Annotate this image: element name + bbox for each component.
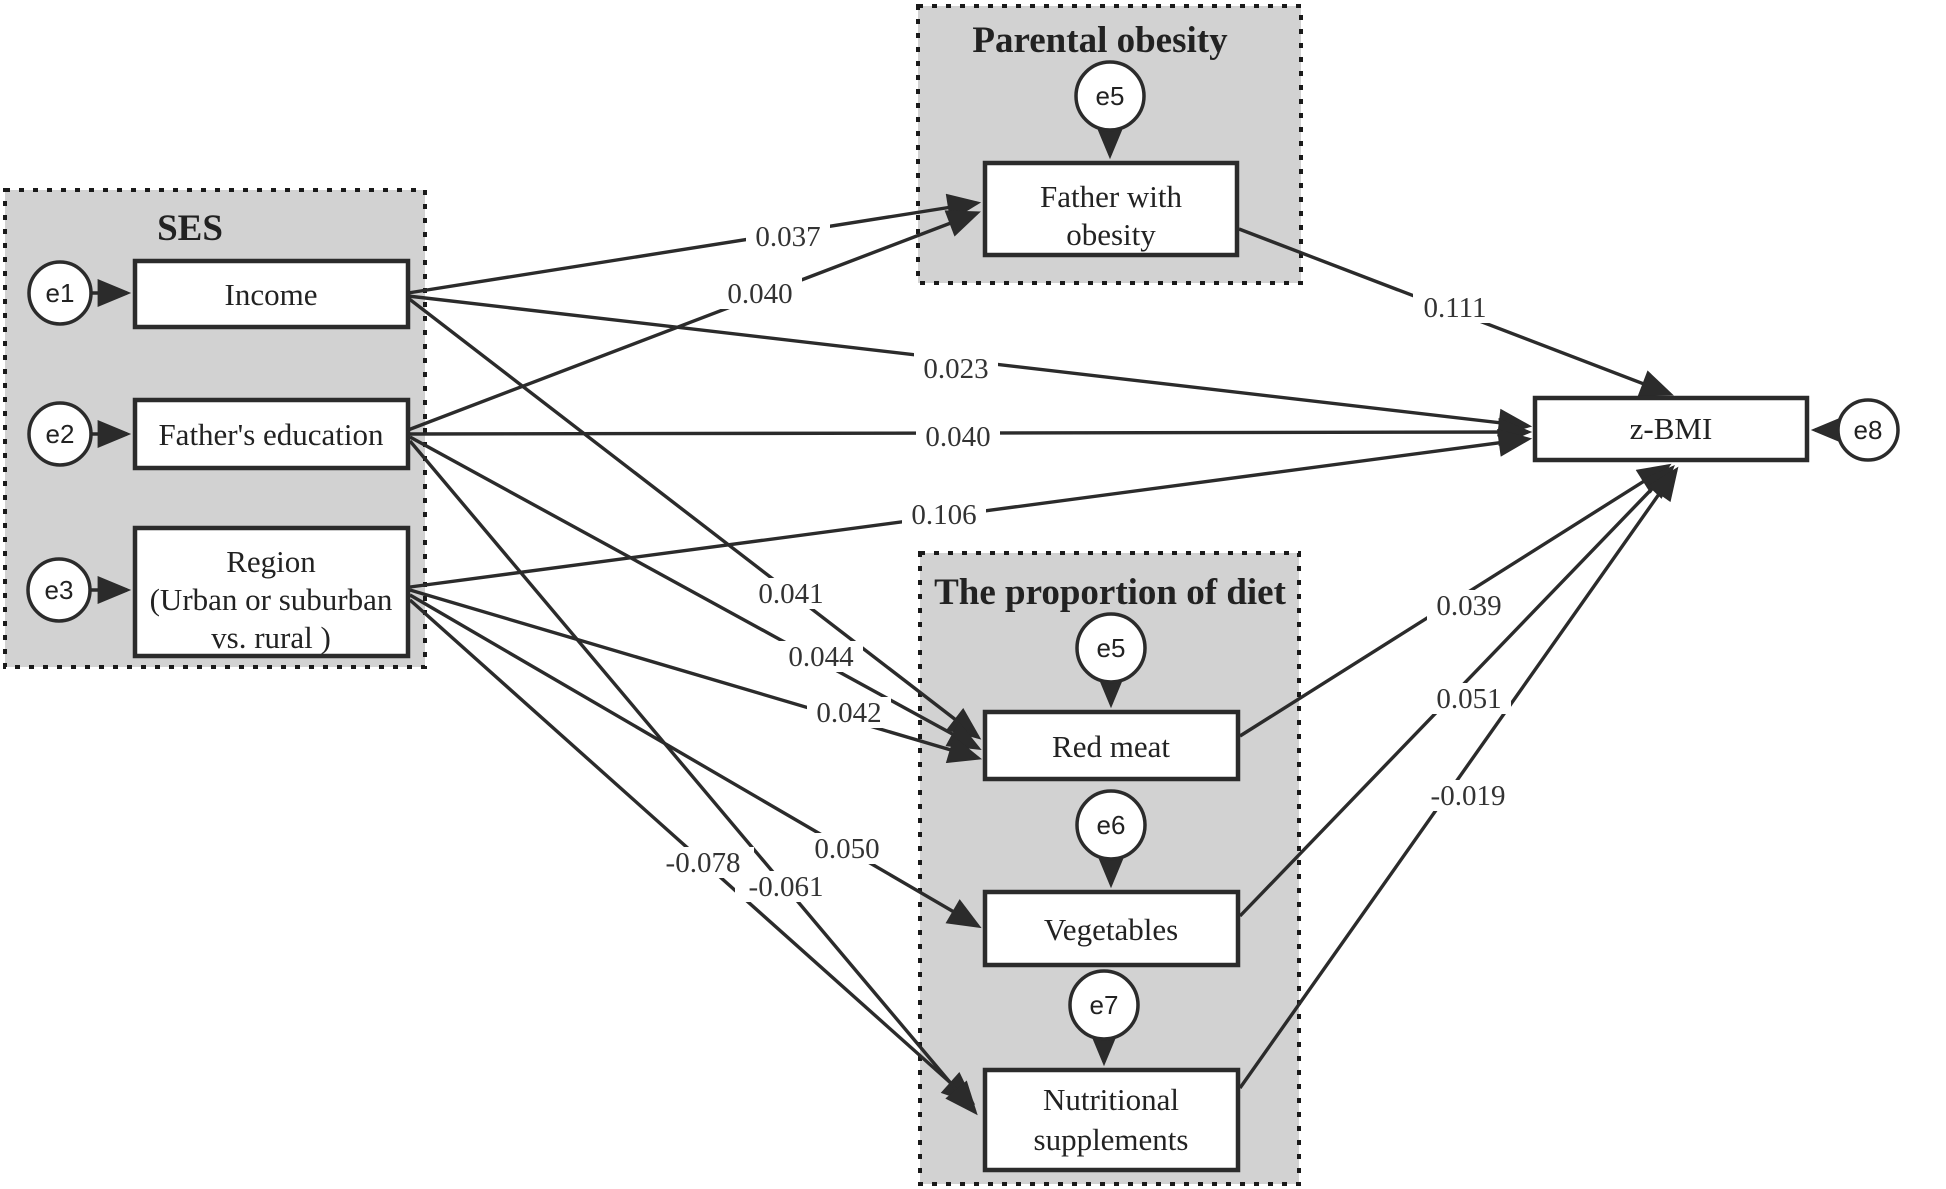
- parental-obesity-group-title: Parental obesity: [972, 20, 1228, 61]
- error-label-e3: e3: [45, 575, 74, 605]
- path-income-to-red-meat: [406, 296, 982, 740]
- zbmi-label: z-BMI: [1630, 411, 1713, 446]
- father-obesity-label-line2: obesity: [1066, 217, 1156, 252]
- father-obesity-label-line1: Father with: [1040, 179, 1183, 214]
- ses-group-title: SES: [157, 208, 223, 249]
- error-label-e1: e1: [46, 278, 75, 308]
- father-education-label: Father's education: [158, 417, 384, 452]
- path-father-education-to-nutritional-supplements: [408, 439, 978, 1116]
- error-label-e8: e8: [1854, 415, 1883, 445]
- zbmi-box: [1532, 395, 1810, 463]
- error-label-e5-diet: e5: [1097, 633, 1126, 663]
- halo: [807, 697, 891, 728]
- halo: [916, 421, 1000, 452]
- path-nutritional-supplements-to-zbmi: [1238, 466, 1679, 1089]
- path-coefficient: 0.106: [911, 499, 976, 531]
- father-obesity-box: [982, 160, 1240, 258]
- region-label-line3: vs. rural ): [211, 620, 331, 655]
- path-coefficient: -0.061: [749, 871, 824, 903]
- halo: [779, 641, 863, 672]
- nutritional-supplements-label-line2: supplements: [1034, 1122, 1189, 1157]
- path-coefficient: 0.040: [925, 421, 990, 453]
- error-circle-e8: [1836, 398, 1900, 462]
- halo: [746, 221, 830, 252]
- error-circle-e1: [27, 260, 93, 326]
- error-circle-e6: [1075, 789, 1147, 861]
- error-circle-e7: [1068, 969, 1140, 1041]
- error-label-e6: e6: [1097, 810, 1126, 840]
- income-box: [132, 258, 411, 330]
- halo: [914, 353, 998, 384]
- path-coefficient: 0.039: [1436, 590, 1501, 622]
- path-region-to-red-meat: [409, 588, 983, 764]
- error-label-e5-obesity: e5: [1096, 81, 1125, 111]
- red-meat-label: Red meat: [1052, 729, 1170, 764]
- father-education-box: [132, 397, 411, 471]
- error-label-e2: e2: [46, 419, 75, 449]
- red-meat-box: [982, 709, 1241, 782]
- path-coefficient: 0.044: [788, 641, 854, 673]
- path-coefficient: 0.050: [814, 833, 879, 865]
- halo: [902, 499, 986, 530]
- halo: [805, 833, 889, 864]
- halo: [735, 871, 837, 902]
- region-box: [132, 525, 411, 659]
- path-coefficient: 0.042: [816, 697, 881, 729]
- path-coefficient: 0.040: [727, 278, 792, 310]
- path-income-to-father-obesity: [407, 193, 982, 295]
- vegetables-label: Vegetables: [1044, 912, 1178, 947]
- diet-group-title: The proportion of diet: [934, 572, 1287, 613]
- path-coefficient: 0.037: [755, 221, 820, 253]
- path-father-education-to-red-meat: [409, 435, 982, 751]
- region-label-line2: (Urban or suburban: [150, 582, 393, 617]
- error-circle-e2: [27, 401, 93, 467]
- halo: [1427, 683, 1511, 714]
- halo: [718, 278, 802, 309]
- vegetables-box: [982, 889, 1241, 968]
- nutritional-supplements-box: [982, 1067, 1241, 1173]
- path-coefficient: -0.078: [666, 847, 741, 879]
- path-coefficient: 0.041: [758, 578, 823, 610]
- path-coefficient: 0.111: [1423, 292, 1486, 324]
- path-coefficient: 0.051: [1436, 683, 1501, 715]
- halo: [1417, 780, 1519, 811]
- region-label-line1: Region: [226, 544, 316, 579]
- path-region-to-vegetables: [409, 593, 982, 929]
- path-coefficient: 0.023: [923, 353, 988, 385]
- error-circle-e3: [26, 557, 92, 623]
- error-label-e7: e7: [1090, 990, 1119, 1020]
- path-coefficient: -0.019: [1431, 780, 1506, 812]
- error-circle-e5-diet: [1075, 612, 1147, 684]
- halo: [749, 578, 833, 609]
- halo: [1413, 292, 1497, 323]
- error-circle-e5-obesity: [1074, 60, 1146, 132]
- path-father-education-to-father-obesity: [407, 210, 981, 432]
- income-label: Income: [225, 277, 318, 312]
- nutritional-supplements-label-line1: Nutritional: [1043, 1082, 1179, 1117]
- halo: [1427, 590, 1511, 621]
